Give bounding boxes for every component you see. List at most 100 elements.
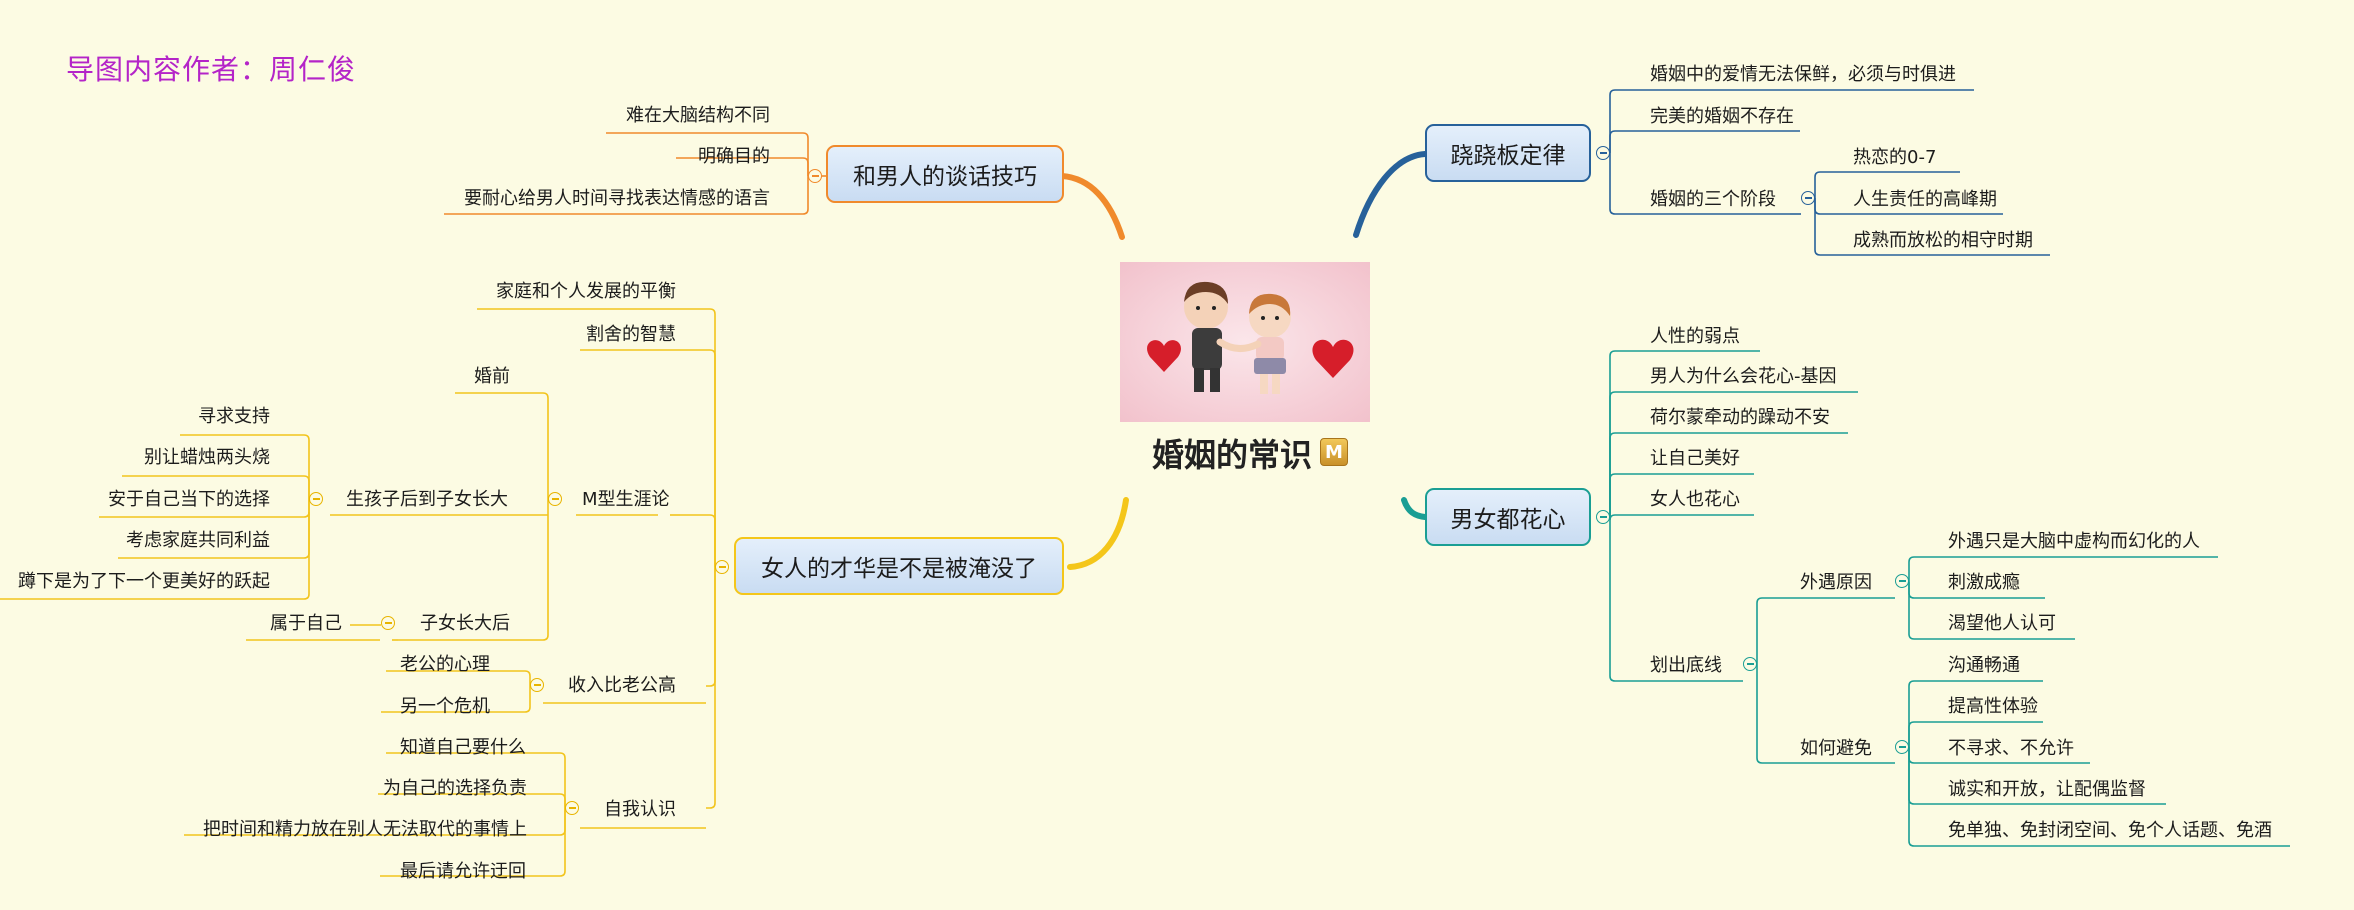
- cheat-item-4[interactable]: 让自己美好: [1650, 448, 1740, 469]
- collapse-kids-toggle-icon[interactable]: [309, 492, 323, 506]
- talk-item-3[interactable]: 要耐心给男人时间寻找表达情感的语言: [464, 188, 770, 209]
- connector-line: [1609, 350, 1760, 517]
- self-label[interactable]: 自我认识: [604, 799, 676, 820]
- heart-right-icon: [1312, 339, 1354, 378]
- connector-line: [1756, 665, 1895, 764]
- talk-item-1[interactable]: 难在大脑结构不同: [626, 105, 770, 126]
- node-seesaw[interactable]: 跷跷板定律: [1425, 124, 1591, 182]
- connector-line: [99, 511, 310, 518]
- branch-talent: [1067, 497, 1129, 570]
- collapse-stages-toggle-icon[interactable]: [1801, 191, 1815, 205]
- reason-item-2[interactable]: 刺激成瘾: [1948, 572, 2020, 593]
- income-item-2[interactable]: 另一个危机: [400, 696, 490, 717]
- connector-line: [398, 515, 549, 641]
- connector-line: [1609, 130, 1800, 153]
- mcurve-before[interactable]: 婚前: [474, 366, 510, 387]
- collapse-talk-toggle-icon[interactable]: [808, 169, 822, 183]
- connector-line: [444, 176, 809, 215]
- center-title[interactable]: 婚姻的常识: [1151, 436, 1312, 474]
- cheat-item-1[interactable]: 人性的弱点: [1650, 326, 1740, 347]
- author-credit: 导图内容作者：周仁俊: [66, 53, 357, 86]
- connector-line: [1609, 432, 1848, 517]
- node-talent[interactable]: 女人的才华是不是被淹没了: [734, 537, 1064, 595]
- talent-wisdom[interactable]: 割舍的智慧: [586, 324, 676, 345]
- collapse-self-toggle-icon[interactable]: [565, 801, 579, 815]
- connector-line: [676, 157, 809, 176]
- collapse-reasons-toggle-icon[interactable]: [1895, 574, 1909, 588]
- connector-line: [378, 793, 566, 808]
- connector-line: [1756, 597, 1895, 665]
- seesaw-love[interactable]: 婚姻中的爱情无法保鲜，必须与时俱进: [1650, 64, 1956, 85]
- avoid-item-1[interactable]: 沟通畅通: [1948, 655, 2020, 676]
- connector-line: [1609, 391, 1858, 517]
- node-talk[interactable]: 和男人的谈话技巧: [826, 145, 1064, 203]
- cheat-item-2[interactable]: 男人为什么会花心-基因: [1650, 366, 1837, 387]
- kids-label[interactable]: 生孩子后到子女长大: [346, 489, 508, 510]
- collapse-income-toggle-icon[interactable]: [530, 678, 544, 692]
- avoid-item-3[interactable]: 不寻求、不允许: [1948, 738, 2074, 759]
- reasons-label[interactable]: 外遇原因: [1800, 572, 1872, 593]
- branch-seesaw: [1353, 151, 1428, 238]
- avoid-label[interactable]: 如何避免: [1800, 738, 1872, 759]
- grown-item[interactable]: 属于自己: [270, 613, 342, 634]
- collapse-mcurve-toggle-icon[interactable]: [548, 492, 562, 506]
- connector-line: [0, 515, 310, 600]
- income-label[interactable]: 收入比老公高: [568, 675, 676, 696]
- stages-label[interactable]: 婚姻的三个阶段: [1650, 189, 1776, 210]
- connector-line: [380, 808, 566, 877]
- connector-line: [680, 514, 716, 567]
- self-item-4[interactable]: 最后请允许迂回: [400, 861, 526, 882]
- node-cheat[interactable]: 男女都花心: [1425, 488, 1591, 546]
- connector-line: [1908, 680, 2043, 747]
- connector-line: [1908, 582, 2075, 640]
- collapse-talent-toggle-icon[interactable]: [715, 560, 729, 574]
- kids-item-2[interactable]: 别让蜡烛两头烧: [144, 447, 270, 468]
- kids-item-4[interactable]: 考虑家庭共同利益: [126, 530, 270, 551]
- branch-talk: [1059, 173, 1125, 240]
- reason-item-3[interactable]: 渴望他人认可: [1948, 613, 2056, 634]
- connector-line: [1609, 153, 1790, 215]
- reason-item-1[interactable]: 外遇只是大脑中虚构而幻化的人: [1948, 531, 2200, 552]
- collapse-seesaw-toggle-icon[interactable]: [1596, 146, 1610, 160]
- connector-line: [1908, 556, 2218, 582]
- bottom-label[interactable]: 划出底线: [1650, 655, 1722, 676]
- connector-line: [706, 567, 716, 687]
- connector-line: [455, 392, 549, 515]
- connector-line: [1814, 171, 1960, 198]
- seesaw-perfect[interactable]: 完美的婚姻不存在: [1650, 106, 1794, 127]
- collapse-bottom-toggle-icon[interactable]: [1743, 657, 1757, 671]
- connector-line: [606, 132, 809, 176]
- avoid-item-2[interactable]: 提高性体验: [1948, 696, 2038, 717]
- income-item-1[interactable]: 老公的心理: [400, 654, 490, 675]
- avoid-item-5[interactable]: 免单独、免封闭空间、免个人话题、免酒: [1948, 820, 2272, 841]
- connector-line: [477, 308, 716, 567]
- stage-item-1[interactable]: 热恋的0-7: [1853, 147, 1937, 168]
- kids-item-5[interactable]: 蹲下是为了下一个更美好的跃起: [18, 571, 270, 592]
- stage-item-2[interactable]: 人生责任的高峰期: [1853, 189, 1997, 210]
- talent-balance[interactable]: 家庭和个人发展的平衡: [496, 281, 676, 302]
- m-badge-icon: M: [1320, 438, 1348, 466]
- connector-line: [706, 567, 716, 809]
- branch-cheat: [1401, 497, 1428, 520]
- kids-item-1[interactable]: 寻求支持: [198, 406, 270, 427]
- self-item-1[interactable]: 知道自己要什么: [400, 737, 526, 758]
- collapse-grown-toggle-icon[interactable]: [381, 616, 395, 630]
- cheat-item-5[interactable]: 女人也花心: [1650, 489, 1740, 510]
- heart-left-icon: [1147, 340, 1181, 372]
- connector-line: [1609, 89, 1974, 153]
- kids-item-3[interactable]: 安于自己当下的选择: [108, 489, 270, 510]
- connector-line: [1609, 517, 1743, 682]
- connector-line: [386, 670, 531, 686]
- cheat-item-3[interactable]: 荷尔蒙牵动的躁动不安: [1650, 407, 1830, 428]
- stage-item-3[interactable]: 成熟而放松的相守时期: [1853, 230, 2033, 251]
- connector-line: [386, 752, 566, 808]
- self-item-3[interactable]: 把时间和精力放在别人无法取代的事情上: [203, 819, 527, 840]
- avoid-item-4[interactable]: 诚实和开放，让配偶监督: [1948, 779, 2146, 800]
- collapse-cheat-toggle-icon[interactable]: [1596, 510, 1610, 524]
- collapse-avoid-toggle-icon[interactable]: [1895, 740, 1909, 754]
- self-item-2[interactable]: 为自己的选择负责: [383, 778, 527, 799]
- talk-item-2[interactable]: 明确目的: [698, 146, 770, 167]
- grown-label[interactable]: 子女长大后: [420, 613, 510, 634]
- mcurve-label[interactable]: M型生涯论: [582, 489, 670, 510]
